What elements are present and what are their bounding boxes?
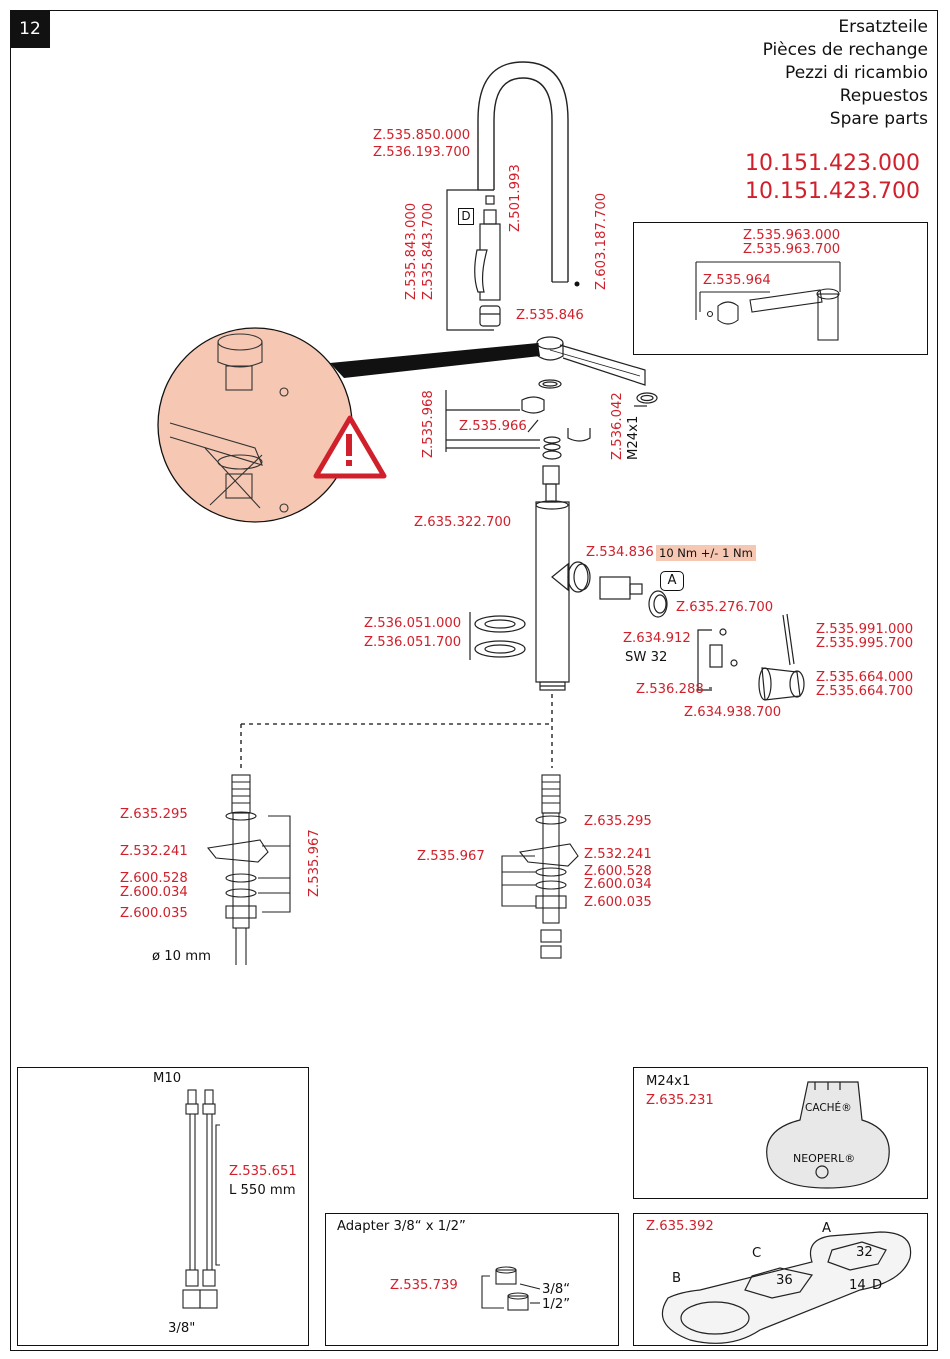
label-spout-1: Z.535.850.000 (373, 128, 471, 143)
label-pin: Z.603.187.700 (594, 192, 609, 290)
key-brand-neoperl: NEOPERL® (793, 1152, 856, 1165)
label-pullout-2: Z.535.843.700 (421, 202, 436, 300)
torque-badge: 10 Nm +/- 1 Nm (656, 545, 756, 561)
left-washer1: Z.600.528 (120, 871, 188, 886)
hose-thread: M10 (153, 1071, 182, 1086)
wrench-size-14: 14 (849, 1278, 866, 1293)
label-aerator-thread: M24x1 (626, 415, 641, 460)
label-lever-2: Z.535.963.700 (743, 242, 841, 257)
adapter-part: Z.535.739 (390, 1278, 458, 1293)
label-lever-1: Z.535.963.000 (743, 228, 841, 243)
left-set: Z.535.967 (307, 829, 322, 897)
adapter-size1: 3/8“ (542, 1282, 571, 1297)
key-thread: M24x1 (646, 1074, 691, 1089)
label-pin-set-1: Z.535.991.000 (816, 622, 914, 637)
label-ring-set: Z.535.968 (421, 390, 436, 458)
label-adapter: Z.536.288 (636, 682, 704, 697)
right-bracket: Z.532.241 (584, 847, 652, 862)
left-washer-top: Z.635.295 (120, 807, 188, 822)
wrench-size-36: 36 (776, 1273, 793, 1288)
label-aerator: Z.536.042 (610, 392, 625, 460)
label-wrench-size: SW 32 (625, 650, 668, 665)
label-letter-a: A (660, 571, 684, 591)
left-diameter: ø 10 mm (152, 949, 211, 964)
label-pullout-1: Z.535.843.000 (404, 202, 419, 300)
label-knob-1: Z.535.664.000 (816, 670, 914, 685)
hose-connector: 3/8" (168, 1321, 196, 1336)
article-number-2: 10.151.423.700 (745, 179, 920, 204)
label-small-screw: Z.635.276.700 (676, 600, 774, 615)
page-number: 12 (10, 10, 50, 48)
left-nut: Z.600.035 (120, 906, 188, 921)
left-bracket: Z.532.241 (120, 844, 188, 859)
wrench-letter-b: B (672, 1271, 682, 1286)
label-screw2: Z.634.938.700 (684, 705, 782, 720)
right-washer2: Z.600.034 (584, 877, 652, 892)
hose-length: L 550 mm (229, 1183, 296, 1198)
wrench-box (633, 1213, 928, 1346)
left-washer2: Z.600.034 (120, 885, 188, 900)
lever-detail-box (633, 222, 928, 355)
right-washer1: Z.600.528 (584, 864, 652, 879)
article-number-1: 10.151.423.000 (745, 151, 920, 176)
adapter-size2: 1/2” (542, 1297, 571, 1312)
key-brand-cache: CACHÉ® (805, 1102, 852, 1114)
title-es: Repuestos (839, 86, 928, 106)
label-cartridge-nut: Z.634.912 (623, 631, 691, 646)
title-it: Pezzi di ricambio (785, 63, 928, 83)
title-de: Ersatzteile (838, 17, 928, 37)
label-cartridge: Z.534.836 (586, 545, 654, 560)
label-letter-d: D (458, 208, 474, 225)
hose-part: Z.535.651 (229, 1164, 297, 1179)
adapter-title: Adapter 3/8“ x 1/2” (337, 1219, 466, 1234)
key-part: Z.635.231 (646, 1093, 714, 1108)
title-fr: Pièces de rechange (762, 40, 928, 60)
hoses-box (17, 1067, 309, 1346)
label-gasket-1: Z.536.051.000 (364, 616, 462, 631)
label-pin-set-2: Z.535.995.700 (816, 636, 914, 651)
right-washer-top: Z.635.295 (584, 814, 652, 829)
adapter-box (325, 1213, 619, 1346)
label-screw: Z.501.993 (508, 164, 523, 232)
page-frame (10, 10, 938, 1351)
label-knob-2: Z.535.664.700 (816, 684, 914, 699)
label-gasket-2: Z.536.051.700 (364, 635, 462, 650)
wrench-part: Z.635.392 (646, 1219, 714, 1234)
title-en: Spare parts (829, 109, 928, 129)
label-grub: Z.635.322.700 (414, 515, 512, 530)
wrench-size-32: 32 (856, 1245, 873, 1260)
label-clips: Z.535.966 (459, 419, 527, 434)
right-nut: Z.600.035 (584, 895, 652, 910)
wrench-letter-a: A (822, 1221, 832, 1236)
key-box (633, 1067, 928, 1199)
label-nut: Z.535.846 (516, 308, 584, 323)
label-spout-2: Z.536.193.700 (373, 145, 471, 160)
right-set: Z.535.967 (417, 849, 485, 864)
wrench-letter-c: C (752, 1246, 762, 1261)
label-clip-set: Z.535.964 (703, 273, 771, 288)
wrench-letter-d: D (872, 1278, 883, 1293)
